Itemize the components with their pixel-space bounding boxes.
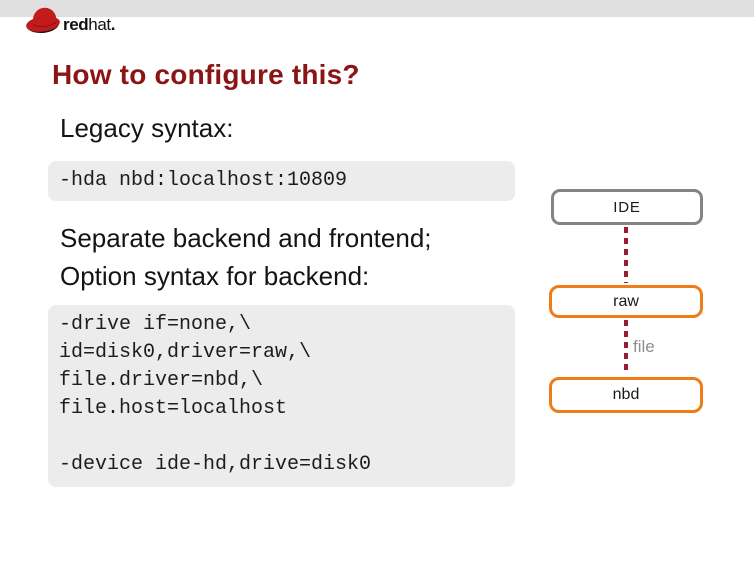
redhat-logo: redhat. <box>23 1 133 39</box>
brand-dot: . <box>110 15 116 34</box>
legacy-code-block: -hda nbd:localhost:10809 <box>48 161 515 201</box>
diagram-edge-raw-nbd <box>624 320 628 375</box>
diagram-edge-ide-raw <box>624 227 628 283</box>
heading-line-1: Separate backend and frontend; <box>60 223 432 253</box>
backend-code-block: -drive if=none,\ id=disk0,driver=raw,\ f… <box>48 305 515 487</box>
brand-hat: hat <box>88 15 111 34</box>
legacy-syntax-heading: Legacy syntax: <box>60 113 234 143</box>
code-line: -drive if=none,\ <box>59 313 252 336</box>
heading-line-2: Option syntax for backend: <box>60 261 370 291</box>
redhat-wordmark: redhat. <box>63 15 115 35</box>
code-line: file.host=localhost <box>59 397 288 420</box>
slide-title: How to configure this? <box>52 59 360 90</box>
brand-red: red <box>63 15 89 34</box>
code-line-blank <box>59 423 515 451</box>
diagram-node-ide: IDE <box>551 189 703 225</box>
code-line: id=disk0,driver=raw,\ <box>59 341 312 364</box>
diagram-edge-label-file: file <box>633 337 655 356</box>
redhat-hat-icon <box>26 7 60 33</box>
diagram-node-nbd: nbd <box>549 377 703 413</box>
separate-backend-heading: Separate backend and frontend; Option sy… <box>60 219 432 295</box>
header-strip <box>0 0 754 17</box>
code-line: file.driver=nbd,\ <box>59 369 264 392</box>
code-line: -device ide-hd,drive=disk0 <box>59 453 372 476</box>
diagram-node-raw: raw <box>549 285 703 318</box>
